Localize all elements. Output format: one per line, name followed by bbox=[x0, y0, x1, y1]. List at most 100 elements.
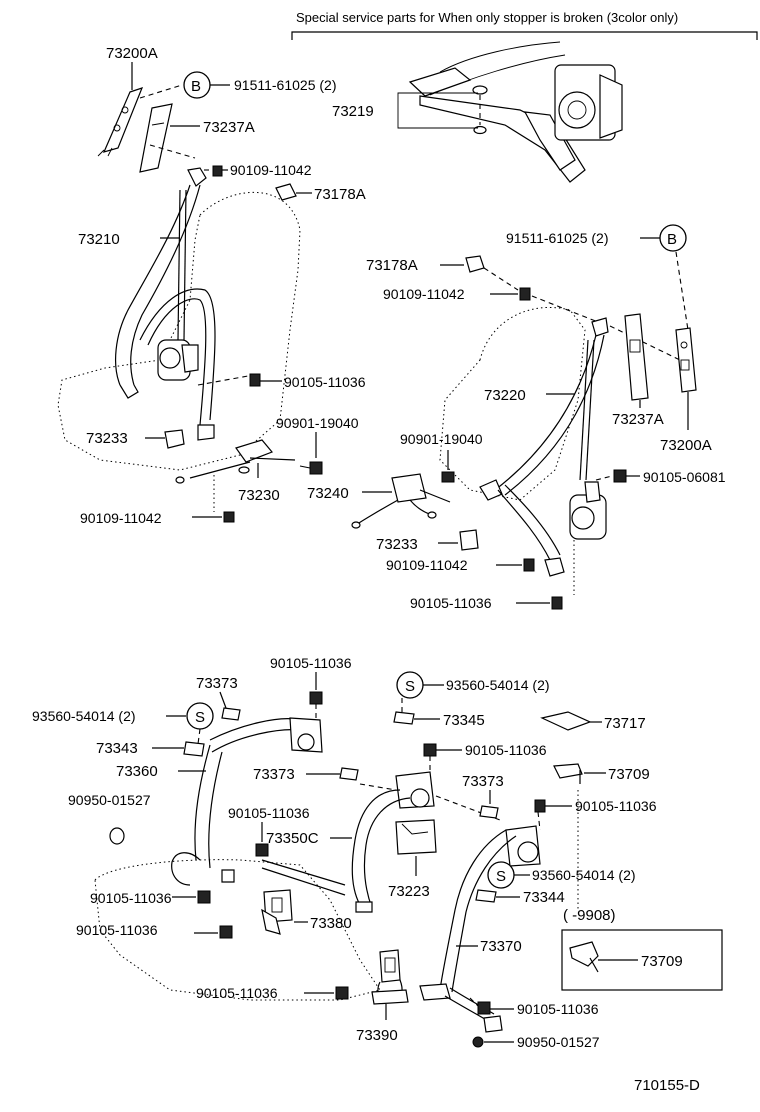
svg-text:B: B bbox=[667, 231, 677, 248]
label-73178a-right: 73178A bbox=[366, 257, 418, 274]
bolt-90105-b4 bbox=[255, 843, 269, 857]
circle-b-right: B bbox=[640, 224, 689, 331]
label-73219: 73219 bbox=[332, 103, 374, 120]
svg-text:B: B bbox=[191, 78, 201, 95]
label-90105-b6: 90105-11036 bbox=[76, 922, 158, 938]
cover-73233-right bbox=[438, 529, 479, 551]
buckle-73390 bbox=[371, 949, 409, 1020]
label-90105-06081: 90105-06081 bbox=[643, 469, 726, 485]
bolt-90105-b7 bbox=[304, 986, 349, 1000]
bolt-90109-left-low bbox=[192, 511, 235, 523]
clip-73344 bbox=[475, 889, 497, 903]
label-73373-b: 73373 bbox=[253, 766, 295, 783]
right-retractor bbox=[505, 825, 541, 867]
label-91511-top: 91511-61025 (2) bbox=[234, 77, 336, 93]
belt-73210 bbox=[115, 167, 216, 441]
clip-73343 bbox=[183, 741, 205, 757]
label-90105-b4: 90105-11036 bbox=[228, 805, 310, 821]
label-90901-right: 90901-19040 bbox=[400, 431, 483, 447]
label-73370: 73370 bbox=[480, 938, 522, 955]
buckle-73380 bbox=[261, 889, 308, 935]
belt-73220 bbox=[479, 317, 609, 595]
label-90109-left-low: 90109-11042 bbox=[80, 510, 162, 526]
belt-73370 bbox=[419, 829, 517, 1033]
label-90109-right-low: 90109-11042 bbox=[386, 557, 468, 573]
bolt-90105-b8 bbox=[469, 997, 514, 1015]
bolt-90105-b3 bbox=[534, 790, 579, 910]
inset-box: ( -9908) 73709 bbox=[561, 907, 723, 991]
label-73237a-right: 73237A bbox=[612, 411, 664, 428]
cover-73237a-right bbox=[624, 313, 649, 408]
label-73233-right: 73233 bbox=[376, 536, 418, 553]
bolt-90109-right bbox=[490, 287, 599, 323]
label-90105-b7: 90105-11036 bbox=[196, 985, 278, 1001]
label-73373-c: 73373 bbox=[462, 773, 504, 790]
label-90109-right: 90109-11042 bbox=[383, 286, 465, 302]
bolt-90105-b1 bbox=[309, 691, 323, 722]
bolt-90109-top bbox=[204, 165, 228, 177]
bolt-90105-b2 bbox=[423, 743, 462, 770]
part-73223 bbox=[395, 819, 437, 876]
anchor-plate-73200a-right bbox=[675, 327, 697, 430]
circle-s-right: S bbox=[487, 861, 530, 889]
label-90105-b5: 90105-11036 bbox=[90, 890, 172, 906]
label-73343: 73343 bbox=[96, 740, 138, 757]
label-73360: 73360 bbox=[116, 763, 158, 780]
clip-73373-c bbox=[479, 805, 499, 819]
bolt-90105-left1 bbox=[197, 373, 282, 387]
header-note-box: Special service parts for When only stop… bbox=[291, 10, 758, 40]
label-73237a-top: 73237A bbox=[203, 119, 255, 136]
belt-73350c bbox=[261, 789, 411, 913]
bolt-90105-06081 bbox=[595, 469, 640, 483]
label-73344: 73344 bbox=[523, 889, 565, 906]
rear-seat-outline bbox=[94, 859, 381, 1001]
label-73380: 73380 bbox=[310, 915, 352, 932]
anchor-plate-73200a-top bbox=[97, 62, 144, 157]
svg-text:S: S bbox=[405, 678, 415, 695]
label-90901-left: 90901-19040 bbox=[276, 415, 359, 431]
label-73350c: 73350C bbox=[266, 830, 319, 847]
label-73178a-top: 73178A bbox=[314, 186, 366, 203]
label-73373-a: 73373 bbox=[196, 675, 238, 692]
belt-73360 bbox=[171, 717, 323, 886]
label-93560-left: 93560-54014 (2) bbox=[32, 708, 136, 724]
circle-s-left: S bbox=[186, 702, 214, 745]
label-73233-left: 73233 bbox=[86, 430, 128, 447]
svg-text:S: S bbox=[496, 868, 506, 885]
cover-73233-left bbox=[145, 429, 185, 449]
label-90105-b2: 90105-11036 bbox=[465, 742, 547, 758]
label-73345: 73345 bbox=[443, 712, 485, 729]
clip-73178a-top bbox=[275, 183, 312, 201]
label-73210: 73210 bbox=[78, 231, 120, 248]
bolt-90109-right-low bbox=[496, 558, 535, 572]
label-73200a-top: 73200A bbox=[106, 45, 158, 62]
label-73230: 73230 bbox=[238, 487, 280, 504]
label-90105-left1: 90105-11036 bbox=[284, 374, 366, 390]
label-93560-mid: 93560-54014 (2) bbox=[446, 677, 550, 693]
label-90105-b8: 90105-11036 bbox=[517, 1001, 599, 1017]
label-90950-top: 90950-01527 bbox=[68, 792, 151, 808]
circle-s-mid: S bbox=[396, 671, 444, 712]
bolt-90105-b5 bbox=[172, 890, 211, 904]
clip-73178a-right bbox=[440, 255, 519, 291]
clip-73373-a bbox=[221, 707, 241, 721]
label-90105-b1: 90105-11036 bbox=[270, 655, 352, 671]
bolt-90901-right bbox=[441, 471, 455, 483]
inset-range: ( -9908) bbox=[563, 907, 616, 924]
label-73240: 73240 bbox=[307, 485, 349, 502]
label-90105-b3: 90105-11036 bbox=[575, 798, 657, 814]
label-73717: 73717 bbox=[604, 715, 646, 732]
part-73709-top bbox=[553, 763, 606, 784]
cover-73717 bbox=[540, 711, 592, 731]
label-73200a-right: 73200A bbox=[660, 437, 712, 454]
buckle-73240 bbox=[351, 473, 451, 529]
washer-90950-bottom bbox=[472, 1036, 514, 1048]
header-note: Special service parts for When only stop… bbox=[296, 10, 678, 25]
label-73223: 73223 bbox=[388, 883, 430, 900]
cover-73237a-top bbox=[139, 103, 200, 173]
clip-73345 bbox=[393, 711, 415, 725]
label-73709-top: 73709 bbox=[608, 766, 650, 783]
clip-73373-b bbox=[339, 767, 359, 781]
stopper-assembly-drawing bbox=[397, 41, 623, 183]
